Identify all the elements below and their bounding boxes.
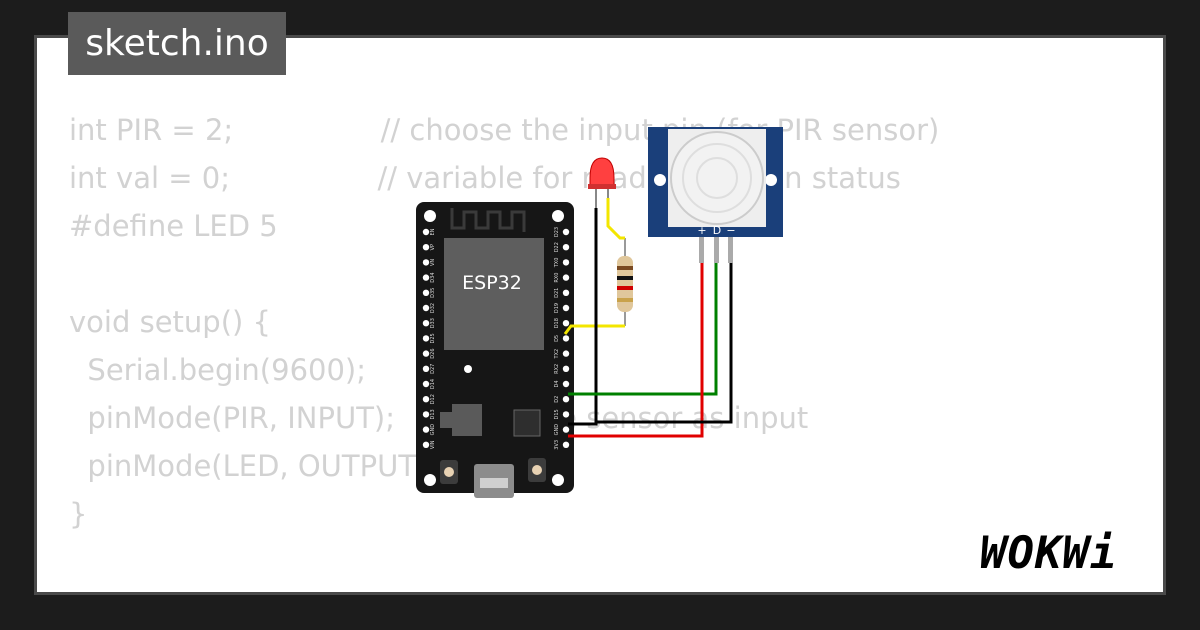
pin-hole-left-d33[interactable] <box>422 320 430 327</box>
code-line: } <box>69 497 88 531</box>
pin-label-right-d18: D18 <box>554 318 560 328</box>
pin-hole-right-rx2[interactable] <box>562 365 570 372</box>
pin-label-left-d35: D35 <box>430 288 436 298</box>
pin-label-left-en: EN <box>430 228 436 235</box>
pin-label-right-rx0: RX0 <box>554 273 560 283</box>
pin-hole-right-rx0[interactable] <box>562 274 570 281</box>
pin-hole-right-d21[interactable] <box>562 289 570 296</box>
pin-label-right-d15: D15 <box>554 409 560 419</box>
pin-hole-left-d26[interactable] <box>422 350 430 357</box>
sketch-title: sketch.ino <box>68 12 286 75</box>
wire-resistor-d5[interactable] <box>563 324 625 335</box>
pin-label-right-3v3: 3V3 <box>554 440 560 450</box>
pin-label-left-d27: D27 <box>430 364 436 374</box>
code-line: Serial.begin(9600); <box>69 353 367 387</box>
pin-hole-left-vn[interactable] <box>422 259 430 266</box>
code-preview: int PIR = 2; // choose the input pin (fo… <box>69 106 939 592</box>
pin-hole-left-d27[interactable] <box>422 365 430 372</box>
pir-pin-plus: + <box>697 224 706 237</box>
pir-pin-data: D <box>713 224 721 237</box>
circuit-diagram: ESP32 ENVPVND34D35D32D33D25D26D27D14D12D… <box>416 127 783 498</box>
code-line <box>69 538 939 586</box>
pin-hole-left-d35[interactable] <box>422 289 430 296</box>
pin-hole-right-d19[interactable] <box>562 304 570 312</box>
pin-label-right-d21: D21 <box>554 288 560 298</box>
code-line: #define LED 5 <box>69 209 278 243</box>
pin-hole-left-d13[interactable] <box>422 411 430 418</box>
wire-pir-signal[interactable] <box>568 263 718 396</box>
wire-led-anode[interactable] <box>606 198 625 240</box>
pin-label-right-d2: D2 <box>554 396 560 403</box>
pin-label-right-d23: D23 <box>554 227 560 237</box>
pin-hole-left-d34[interactable] <box>422 274 430 281</box>
pin-hole-left-d14[interactable] <box>422 380 430 388</box>
pin-label-right-tx0: TX0 <box>554 258 560 269</box>
esp32-board[interactable]: ESP32 ENVPVND34D35D32D33D25D26D27D14D12D… <box>416 202 574 498</box>
pir-pin-minus: − <box>726 224 735 237</box>
pin-hole-left-vp[interactable] <box>422 244 430 251</box>
pin-hole-right-gnd[interactable] <box>562 426 570 433</box>
pin-hole-right-d18[interactable] <box>562 320 570 327</box>
pin-label-left-d34: D34 <box>430 272 436 282</box>
pin-label-left-d26: D26 <box>430 348 436 358</box>
pin-label-right-d19: D19 <box>554 303 560 313</box>
preview-card: int PIR = 2; // choose the input pin (fo… <box>34 35 1166 595</box>
pin-label-right-d22: D22 <box>554 242 560 252</box>
pin-hole-right-d5[interactable] <box>562 335 570 342</box>
pin-label-right-d5: D5 <box>554 335 560 342</box>
pin-hole-left-d32[interactable] <box>422 304 430 312</box>
pin-hole-right-3v3[interactable] <box>562 441 570 448</box>
pin-hole-left-d25[interactable] <box>422 335 430 342</box>
pin-label-right-d4: D4 <box>554 380 560 387</box>
pin-label-left-d14: D14 <box>430 379 436 389</box>
red-led[interactable] <box>588 157 616 208</box>
pin-label-left-vn: VN <box>430 259 436 266</box>
pin-hole-left-en[interactable] <box>422 228 430 236</box>
pin-hole-right-d15[interactable] <box>562 411 570 418</box>
pin-label-right-tx2: TX2 <box>554 349 560 360</box>
wokwi-logo: WOKWi <box>980 528 1117 579</box>
pin-label-left-d32: D32 <box>430 303 436 313</box>
pin-label-left-d13: D13 <box>430 409 436 419</box>
code-line: void loop(){ <box>69 586 939 592</box>
pin-hole-right-tx0[interactable] <box>562 259 570 266</box>
resistor[interactable] <box>617 238 633 326</box>
code-line: void setup() { <box>69 305 271 339</box>
pin-label-left-d33: D33 <box>430 318 436 328</box>
wires <box>563 198 733 438</box>
pin-label-left-d25: D25 <box>430 333 436 343</box>
pin-label-right-rx2: RX2 <box>554 364 560 374</box>
brand-text: WOKWi <box>980 528 1117 579</box>
pin-hole-left-d12[interactable] <box>422 396 430 403</box>
code-line: pinMode(LED, OUTPUT); <box>69 449 438 483</box>
pin-hole-right-d2[interactable] <box>562 396 570 403</box>
wire-led-cathode-gnd[interactable] <box>568 208 598 426</box>
pin-hole-right-tx2[interactable] <box>562 350 570 357</box>
pin-hole-left-gnd[interactable] <box>422 426 430 433</box>
board-label: ESP32 <box>462 272 522 294</box>
pir-sensor[interactable]: + D − <box>648 127 783 263</box>
pin-hole-right-d4[interactable] <box>562 380 570 388</box>
pin-label-left-vin: VIN <box>430 440 436 449</box>
pin-label-left-gnd: GND <box>430 424 436 436</box>
pin-label-left-d12: D12 <box>430 394 436 404</box>
pin-hole-right-d22[interactable] <box>562 244 570 251</box>
wire-pir-ground[interactable] <box>596 263 733 424</box>
pin-label-left-vp: VP <box>430 244 436 250</box>
pin-label-right-gnd: GND <box>554 424 560 436</box>
pin-hole-left-vin[interactable] <box>422 441 430 448</box>
wire-pir-power[interactable] <box>568 263 704 438</box>
pin-hole-right-d23[interactable] <box>562 228 570 236</box>
